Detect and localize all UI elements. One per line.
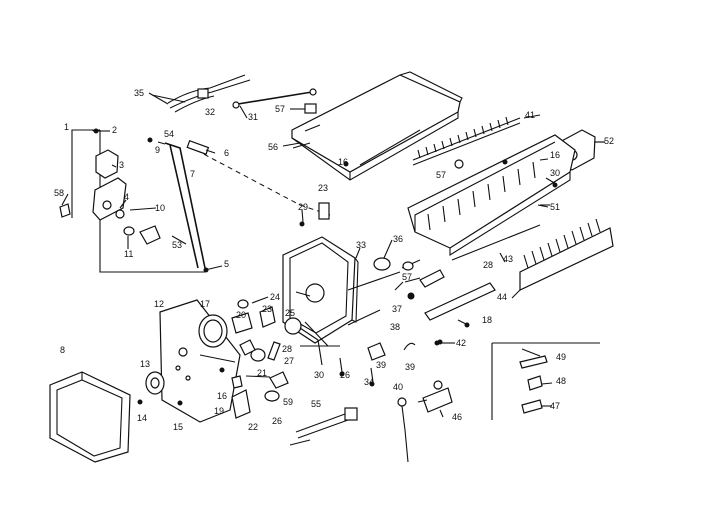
harness-55 [289,407,358,446]
label-25: 25 [285,308,295,318]
label-30-mid: 30 [314,370,324,380]
label-47: 47 [550,401,560,411]
label-52: 52 [604,136,614,146]
label-32: 32 [205,107,215,117]
label-36: 36 [393,234,403,244]
label-34: 34 [364,377,374,387]
label-55: 55 [311,399,321,409]
label-26-mid: 26 [340,370,350,380]
fitting-kit-box [491,342,600,420]
label-38: 38 [390,322,400,332]
stripper-44 [519,218,614,291]
label-31: 31 [248,112,258,122]
label-23-low: 23 [262,304,272,314]
label-41: 41 [525,110,535,120]
label-48: 48 [556,376,566,386]
label-24: 24 [270,292,280,302]
label-7: 7 [190,169,195,179]
callout-labels: 35 32 31 57 1 2 54 9 6 7 3 56 58 4 10 11… [54,88,614,432]
mold-fasteners [343,159,558,345]
ejector-rake-41 [412,116,521,166]
label-56: 56 [268,142,278,152]
label-21: 21 [257,368,267,378]
label-43: 43 [503,254,513,264]
label-2: 2 [112,125,117,135]
ice-mold-51 [407,134,576,256]
label-59: 59 [283,397,293,407]
rod-31 [232,88,317,109]
label-54: 54 [164,129,174,139]
clip-57-top [290,103,317,114]
label-27: 27 [284,356,294,366]
label-19: 19 [214,406,224,416]
label-49: 49 [556,352,566,362]
label-58: 58 [54,188,64,198]
label-57-low: 57 [402,272,412,282]
leader-lines [61,92,604,418]
screw-42 [434,340,440,346]
label-39-right: 39 [405,362,415,372]
gear-13 [145,371,165,395]
label-5: 5 [224,259,229,269]
label-4: 4 [124,192,129,202]
label-37: 37 [392,304,402,314]
module-cover-8 [49,371,131,463]
label-6: 6 [224,148,229,158]
label-53: 53 [172,240,182,250]
label-44: 44 [497,292,507,302]
spring-37 [394,281,404,291]
label-17: 17 [200,299,210,309]
bar-28 [424,282,496,321]
shutoff-arm-53 [147,137,210,273]
label-16-low: 16 [217,391,227,401]
label-22: 22 [248,422,258,432]
valve-46 [417,380,453,413]
label-20: 20 [236,310,246,320]
module-plate-12 [159,299,241,423]
label-3: 3 [119,160,124,170]
label-1: 1 [64,122,69,132]
label-12: 12 [154,299,164,309]
bracket-23 [318,202,330,220]
label-28-low: 28 [282,344,292,354]
label-18: 18 [482,315,492,325]
clip-58 [59,203,71,218]
small-fittings [339,342,416,387]
label-35: 35 [134,88,144,98]
label-23-top: 23 [318,183,328,193]
label-46: 46 [452,412,462,422]
label-9: 9 [155,145,160,155]
label-8: 8 [60,345,65,355]
screws-14-15 [137,399,183,406]
label-14: 14 [137,413,147,423]
pin-29 [299,209,305,227]
left-assembly-dashed-outline [71,129,331,273]
label-16-mid: 16 [550,150,560,160]
label-30-right: 30 [550,168,560,178]
label-40: 40 [393,382,403,392]
thermostat-assembly-1 [92,128,161,245]
label-10: 10 [155,203,165,213]
label-26-low: 26 [272,416,282,426]
label-15: 15 [173,422,183,432]
label-13: 13 [140,359,150,369]
label-39-left: 39 [376,360,386,370]
cover-56 [282,71,463,181]
label-33: 33 [356,240,366,250]
label-57-top: 57 [275,104,285,114]
label-51: 51 [550,202,560,212]
fill-parts-36 [373,257,445,288]
label-16-top: 16 [338,157,348,167]
drive-components [219,299,340,419]
probe-40 [397,397,409,463]
label-42: 42 [456,338,466,348]
label-29: 29 [298,202,308,212]
wire-harness-35-32 [151,74,251,113]
heater-43 [451,224,541,263]
label-11: 11 [124,249,133,259]
label-57-mid: 57 [436,170,446,180]
label-28-right: 28 [483,260,493,270]
